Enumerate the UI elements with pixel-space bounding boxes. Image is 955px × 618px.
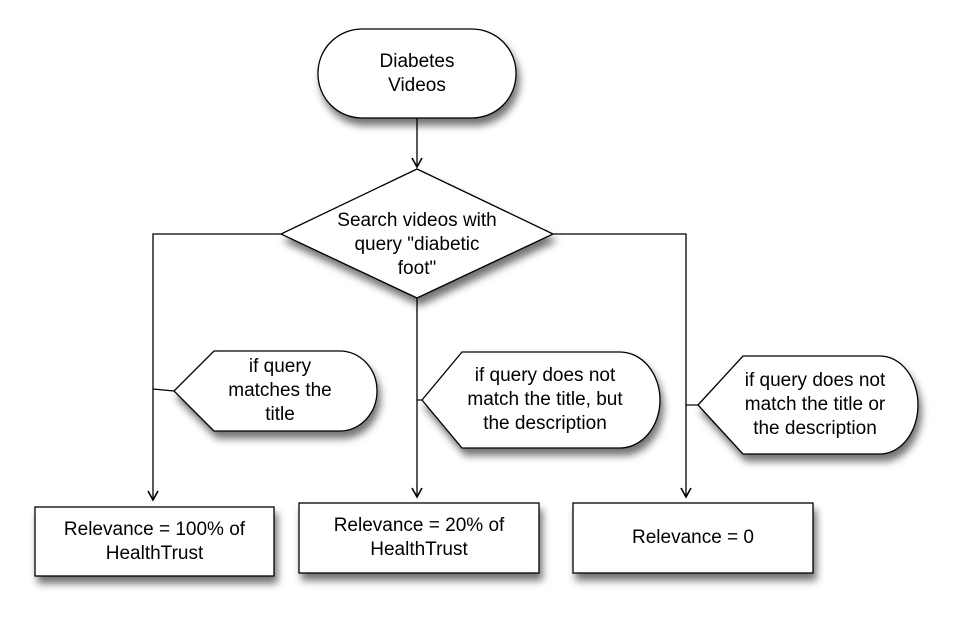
connector-decision-right bbox=[553, 233, 692, 499]
condition-1-line-3: title bbox=[265, 404, 295, 425]
result-1-line-1: Relevance = 100% of bbox=[63, 518, 246, 540]
start-terminator-shape bbox=[317, 28, 517, 119]
result-label-3: Relevance = 0 bbox=[573, 503, 813, 573]
condition-2-line-1: if query does not bbox=[474, 365, 616, 386]
result-3-line-1: Relevance = 0 bbox=[632, 527, 754, 548]
condition-3-line-3: the description bbox=[753, 418, 877, 439]
result-2-line-1: Relevance = 20% of bbox=[333, 515, 505, 536]
result-2-line-2: HealthTrust bbox=[370, 539, 468, 560]
result-box-3 bbox=[572, 502, 814, 574]
decision-line-2: query "diabetic bbox=[354, 234, 480, 255]
condition-shape-1 bbox=[173, 350, 378, 432]
connector-decision-left bbox=[147, 233, 281, 502]
condition-1-line-1: if query bbox=[248, 356, 312, 377]
condition-3-line-1: if query does not bbox=[744, 370, 886, 391]
condition-label-1: if query matches the title bbox=[200, 351, 360, 431]
start-terminator-label: Diabetes Videos bbox=[318, 29, 516, 118]
condition-shape-2 bbox=[421, 351, 661, 449]
decision-label: Search videos with query "diabetic foot" bbox=[300, 198, 534, 292]
result-label-1: Relevance = 100% of HealthTrust bbox=[35, 507, 274, 576]
condition-1-line-2: matches the bbox=[228, 380, 332, 401]
decision-line-1: Search videos with bbox=[337, 210, 497, 231]
start-line-1: Diabetes bbox=[379, 50, 455, 72]
condition-shape-3 bbox=[697, 355, 919, 455]
result-1-line-2: HealthTrust bbox=[105, 542, 204, 564]
condition-2-line-2: match the title, but bbox=[467, 389, 623, 410]
result-label-2: Relevance = 20% of HealthTrust bbox=[299, 503, 539, 573]
decision-diamond-shape bbox=[279, 168, 555, 299]
condition-3-line-2: match the title or bbox=[744, 394, 886, 415]
result-box-1 bbox=[34, 506, 275, 577]
tie-left-condition bbox=[152, 388, 175, 392]
result-box-2 bbox=[298, 502, 540, 574]
condition-label-2: if query does not match the title, but t… bbox=[440, 352, 650, 448]
condition-2-line-3: the description bbox=[483, 413, 607, 434]
decision-line-3: foot" bbox=[397, 258, 437, 279]
start-line-2: Videos bbox=[388, 74, 446, 96]
condition-label-3: if query does not match the title or the… bbox=[712, 356, 918, 454]
